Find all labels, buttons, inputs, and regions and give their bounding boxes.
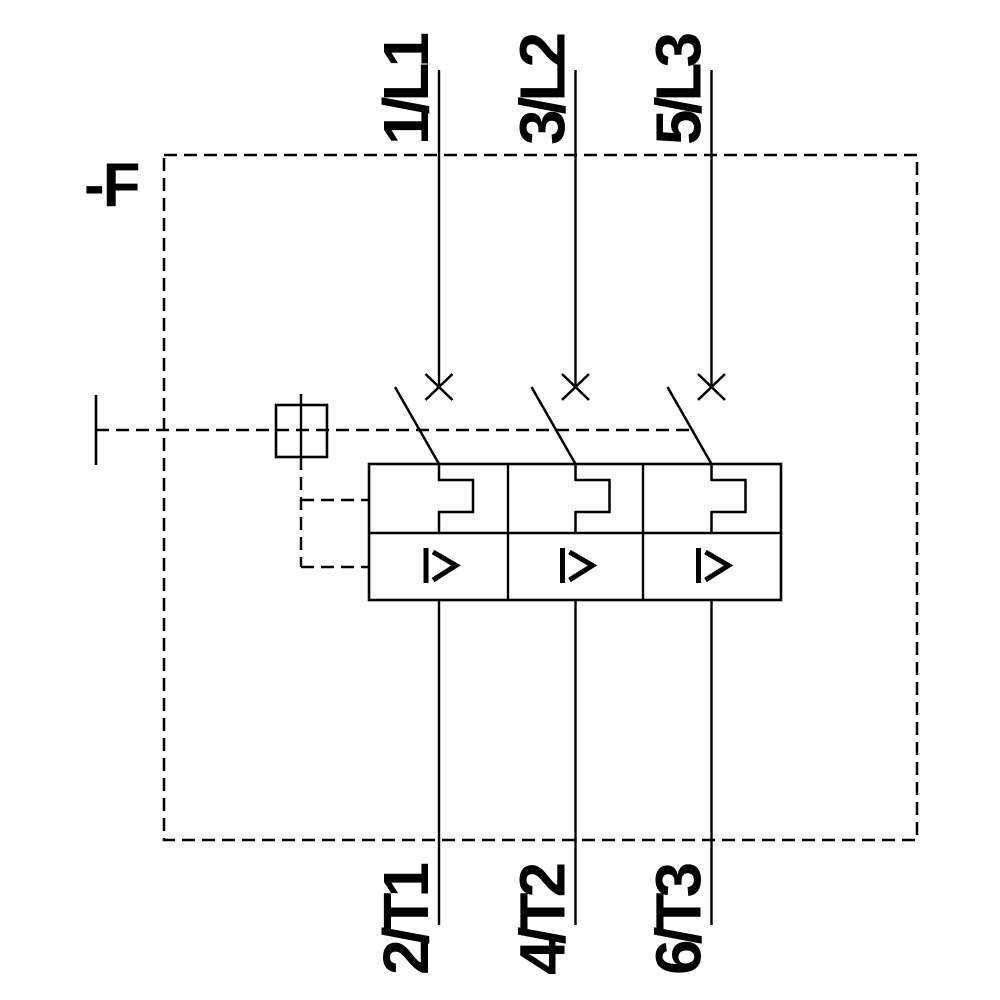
- pole-2: 3/L2 4/T2: [507, 34, 611, 975]
- terminal-label-top-1: 1/L1: [370, 34, 442, 145]
- pole-1: 1/L1 2/T1: [370, 34, 475, 975]
- terminal-label-top-3: 5/L3: [643, 34, 715, 145]
- breaker-contact-x-icon-2: [561, 373, 590, 401]
- moving-contact-2: [530, 386, 577, 465]
- thermal-overload-icon-2: [574, 464, 611, 533]
- magnetic-trip-icon-1: [423, 548, 461, 583]
- moving-contact-3: [666, 386, 713, 465]
- thermal-overload-icon-1: [437, 464, 475, 533]
- breaker-contact-x-icon-3: [697, 373, 726, 401]
- moving-contact-1: [393, 386, 441, 465]
- operating-mechanism: [94, 394, 692, 569]
- terminal-label-bottom-3: 6/T3: [643, 864, 715, 975]
- breaker-contact-x-icon-1: [424, 373, 454, 401]
- enclosure-dashed-boundary: [162, 153, 919, 842]
- magnetic-trip-icon-2: [560, 548, 598, 583]
- pole-3: 5/L3 6/T3: [643, 34, 747, 975]
- terminal-label-bottom-1: 2/T1: [370, 864, 442, 975]
- terminal-label-bottom-2: 4/T2: [507, 864, 579, 975]
- terminal-label-top-2: 3/L2: [507, 34, 579, 145]
- device-designation-label: -F: [84, 151, 139, 220]
- thermal-overload-icon-3: [710, 464, 747, 533]
- magnetic-trip-icon-3: [696, 548, 734, 583]
